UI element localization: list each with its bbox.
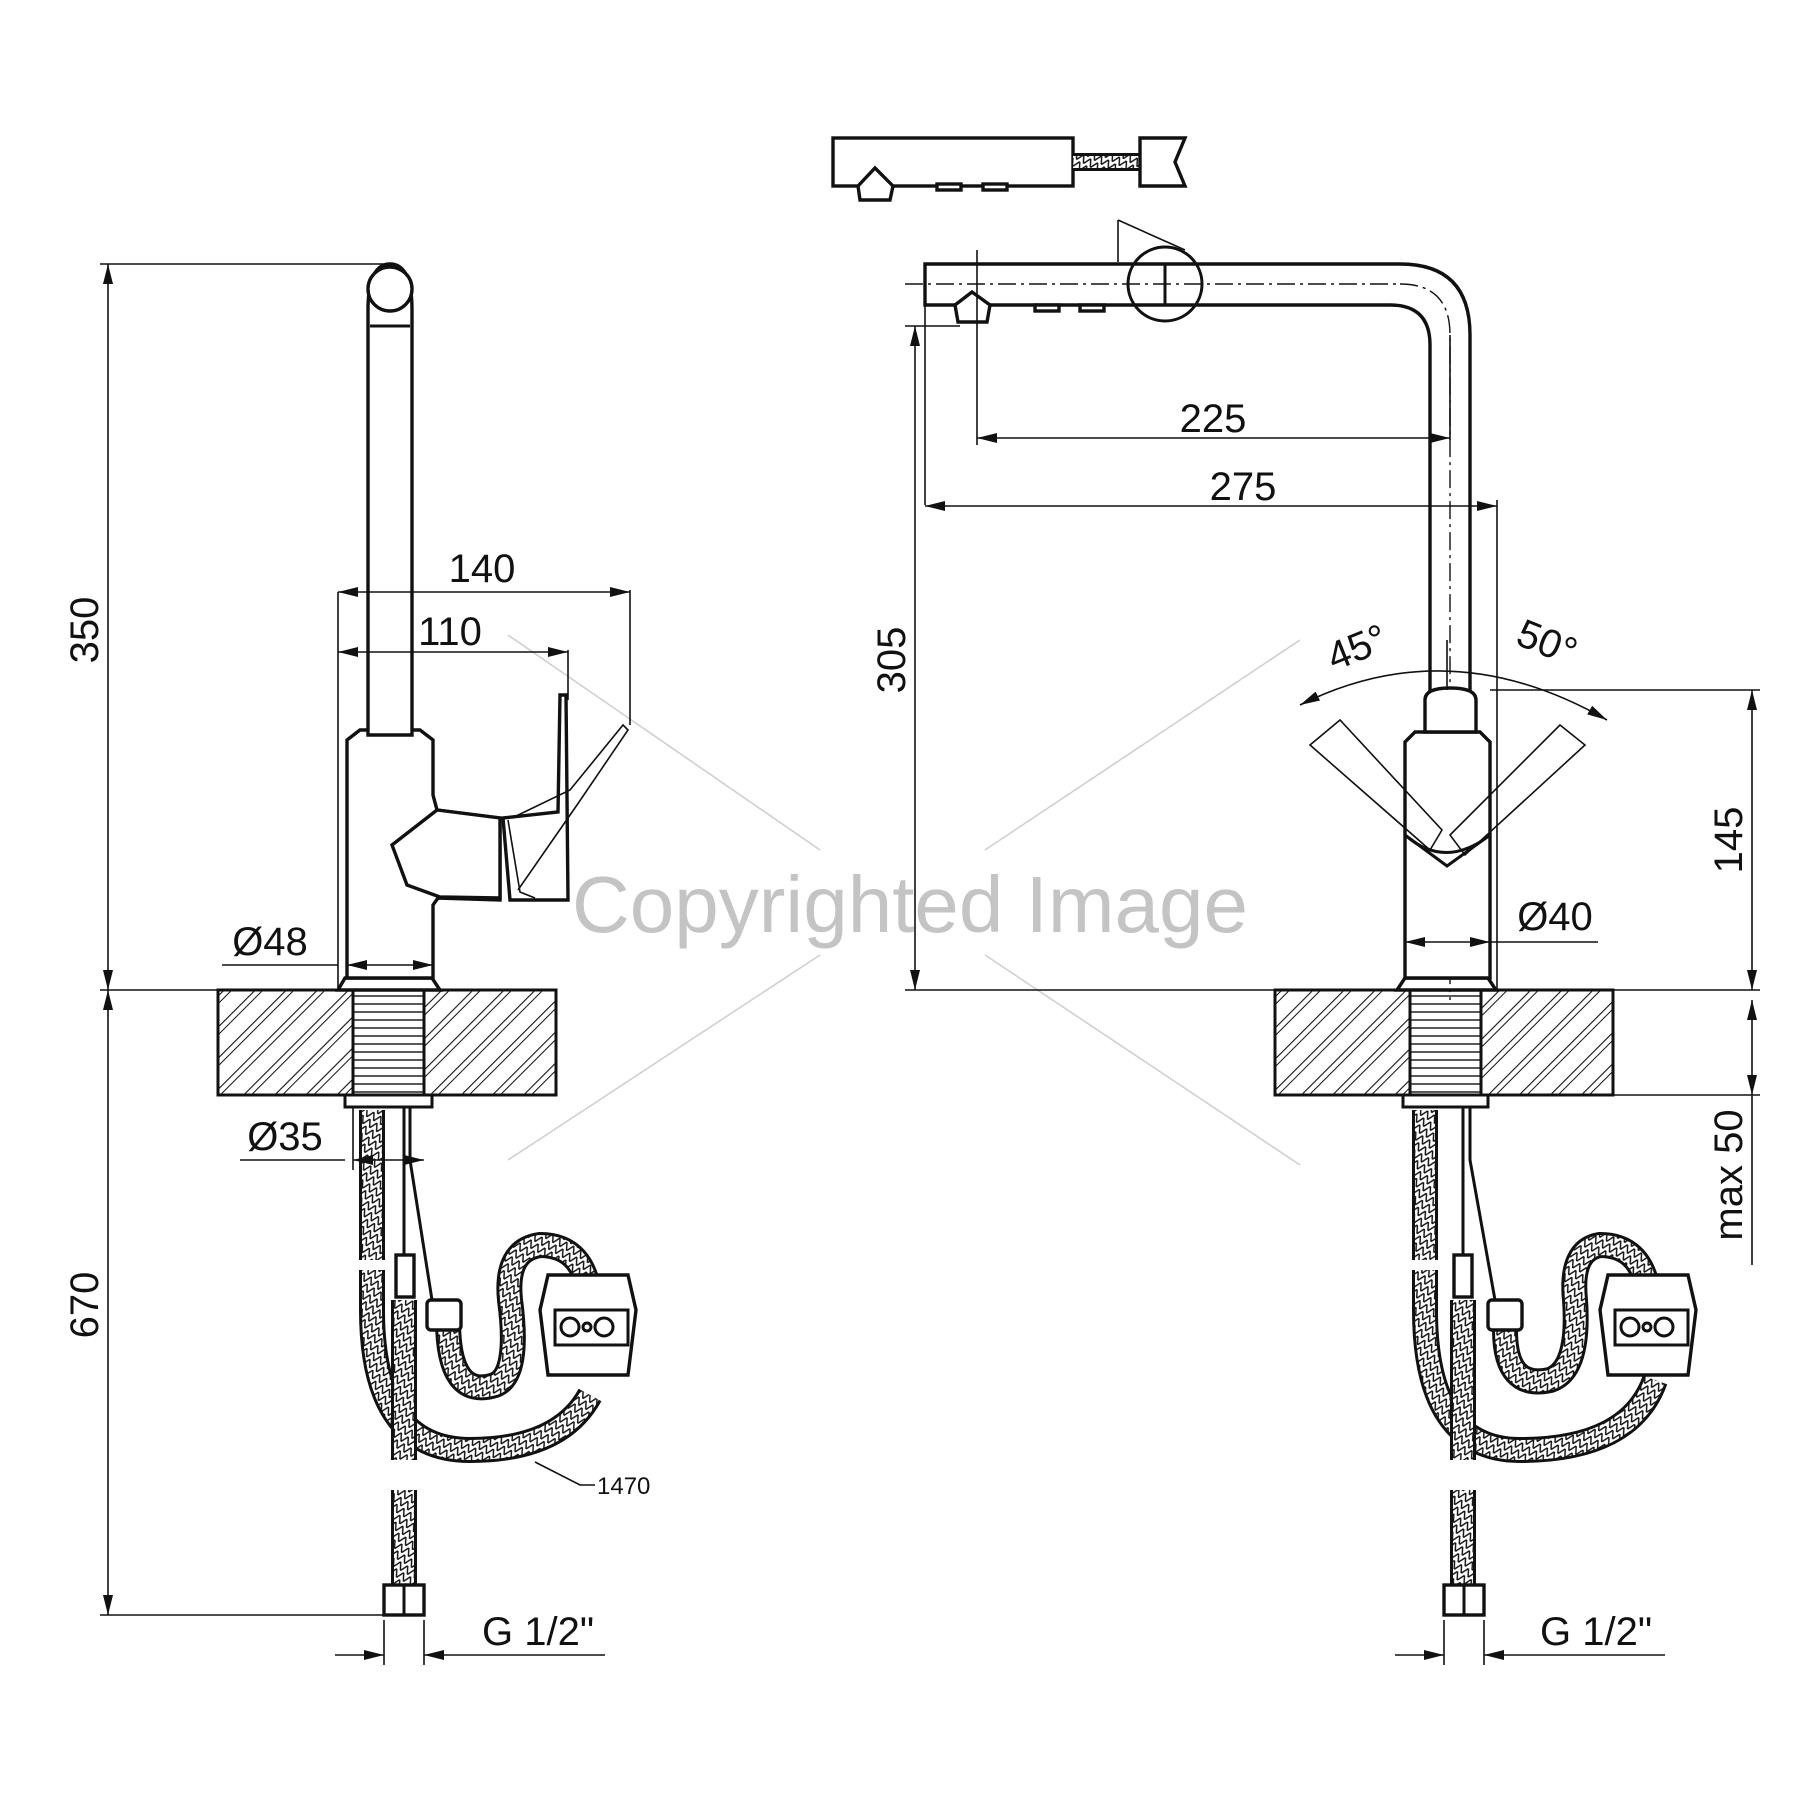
- tap-spout-front: [923, 262, 1472, 762]
- dim-connection-front: G 1/2": [1540, 1610, 1652, 1654]
- front-view: 45° 50° 225 275 305: [831, 136, 1760, 1665]
- dim-shank-diameter-35: Ø35: [247, 1115, 323, 1159]
- dim-lever-height-145: 145: [1707, 807, 1751, 874]
- side-view: 350 670 140 110 Ø48 Ø35 1470 G 1/2": [63, 262, 650, 1665]
- dim-spout-reach-275: 275: [1210, 465, 1277, 509]
- dim-lever-angle-45: 45°: [1321, 616, 1394, 679]
- watermark: Copyrighted Image: [507, 634, 1301, 1166]
- dim-spout-reach-225: 225: [1180, 397, 1247, 441]
- dim-lever-angle-50: 50°: [1511, 611, 1584, 674]
- dim-body-diameter-40: Ø40: [1517, 895, 1593, 939]
- tap-body-front: [1403, 730, 1492, 980]
- control-box: [538, 1273, 638, 1377]
- dim-connection-side: G 1/2": [482, 1610, 594, 1654]
- control-box-front: [1598, 1273, 1698, 1377]
- dim-hose-length-1470: 1470: [597, 1473, 650, 1500]
- dim-body-diameter-48: Ø48: [232, 920, 308, 964]
- dim-height-670: 670: [63, 1272, 107, 1339]
- dim-reach-110: 110: [418, 610, 482, 654]
- dim-reach-140: 140: [449, 547, 516, 591]
- watermark-text: Copyrighted Image: [572, 860, 1248, 949]
- dim-spout-height-305: 305: [870, 627, 914, 694]
- dim-height-350: 350: [63, 597, 107, 664]
- dim-max-thickness-50: max 50: [1707, 1109, 1751, 1240]
- tap-spout: [366, 262, 414, 737]
- threaded-shank: [351, 988, 426, 1097]
